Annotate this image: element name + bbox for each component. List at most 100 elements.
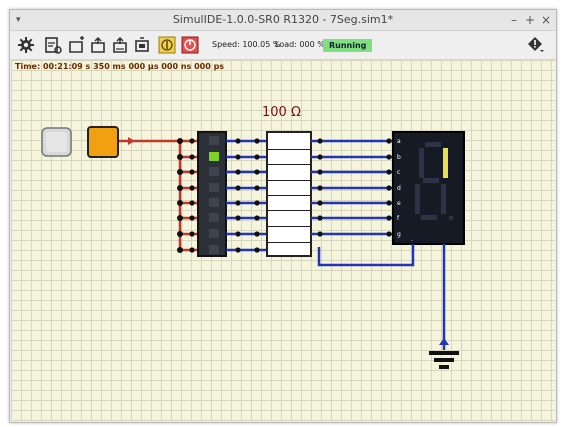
res-out-pin (317, 138, 323, 144)
junction-dot (177, 231, 183, 237)
bus-stubs (177, 138, 198, 253)
display-pin-label: d (397, 185, 401, 192)
led-out-pin (235, 247, 241, 253)
led-segment (209, 167, 219, 176)
res-in-pin (254, 200, 260, 206)
export-icon[interactable] (133, 35, 153, 55)
resistor-to-display-wires (311, 138, 393, 237)
led-to-resistor-wires (226, 138, 267, 253)
load-label: Load: 000 % (275, 40, 325, 49)
window-title: SimulIDE-1.0.0-SR0 R1320 - 7Seg.sim1* (172, 13, 394, 26)
title-bar: ▾ SimulIDE-1.0.0-SR0 R1320 - 7Seg.sim1* … (10, 10, 556, 31)
led-bar[interactable] (197, 131, 227, 257)
led-out-pin (235, 154, 241, 160)
common-wire (317, 244, 415, 267)
segment-g (423, 178, 439, 183)
resistor-label: 100 Ω (262, 105, 301, 120)
ground-arrow-icon (439, 338, 449, 345)
res-out-pin (317, 154, 323, 160)
segment-c (441, 184, 446, 214)
led-segment (209, 245, 219, 254)
led-out-pin (235, 185, 241, 191)
maximize-button[interactable]: + (524, 13, 536, 27)
power-button[interactable] (180, 35, 200, 55)
seven-segment-display[interactable]: a b c d e f g. (392, 131, 465, 245)
res-in-pin (254, 138, 260, 144)
display-pin-label: f (397, 215, 400, 222)
display-pin (386, 185, 392, 191)
info-icon[interactable] (526, 35, 546, 55)
led-segment (209, 152, 219, 161)
led-pin (189, 138, 195, 144)
led-out-pin (235, 200, 241, 206)
led-segment (209, 229, 219, 238)
ground-icon (429, 351, 459, 369)
minimize-button[interactable]: – (511, 13, 517, 27)
led-out-pin (235, 231, 241, 237)
junction-dot (177, 138, 183, 144)
window-menu-icon[interactable]: ▾ (16, 15, 21, 25)
gear-icon[interactable] (16, 35, 36, 55)
display-pin-label: e (397, 200, 401, 207)
junction-dot (177, 215, 183, 221)
save-icon[interactable] (89, 35, 109, 55)
led-pin (189, 169, 195, 175)
speed-label: Speed: 100.05 % (212, 40, 281, 49)
res-out-pin (317, 200, 323, 206)
segment-f (419, 148, 424, 178)
display-pin (386, 215, 392, 221)
led-pin (189, 215, 195, 221)
save-as-icon[interactable] (111, 35, 131, 55)
app-window: ▾ SimulIDE-1.0.0-SR0 R1320 - 7Seg.sim1* … (9, 9, 557, 423)
led-segment (209, 136, 219, 145)
segment-a (425, 142, 441, 147)
res-in-pin (254, 231, 260, 237)
time-readout: Time: 00:21:09 s 350 ms 000 µs 000 ns 00… (15, 62, 225, 71)
pause-button[interactable] (157, 35, 177, 55)
wire-arrow-icon (128, 137, 135, 145)
led-segment (209, 213, 219, 222)
logic-input-switch[interactable] (87, 126, 119, 158)
res-in-pin (254, 215, 260, 221)
res-in-pin (254, 154, 260, 160)
junction-dot (177, 169, 183, 175)
resistor-array[interactable] (266, 131, 312, 257)
new-circuit-icon[interactable] (43, 35, 63, 55)
led-segment (209, 183, 219, 192)
display-pin (386, 169, 392, 175)
led-pin (189, 200, 195, 206)
display-pin-label: . (411, 236, 413, 243)
res-out-pin (317, 215, 323, 221)
res-out-pin (317, 169, 323, 175)
open-icon[interactable] (67, 35, 87, 55)
segment-e (415, 184, 420, 214)
display-pin (386, 231, 392, 237)
circuit-canvas[interactable]: Time: 00:21:09 s 350 ms 000 µs 000 ns 00… (11, 60, 555, 421)
junction-dot (177, 247, 183, 253)
led-out-pin (235, 169, 241, 175)
led-segment (209, 198, 219, 207)
toolbar: Speed: 100.05 % Load: 000 % Running (10, 31, 556, 60)
segment-d (421, 215, 437, 220)
junction-dot (177, 200, 183, 206)
segment-dp (449, 216, 453, 220)
display-pin-label: b (397, 154, 401, 161)
close-button[interactable]: × (540, 13, 552, 27)
display-pin (386, 154, 392, 160)
display-pin (386, 200, 392, 206)
res-in-pin (254, 169, 260, 175)
junction-dot (177, 185, 183, 191)
res-in-pin (254, 247, 260, 253)
push-button-switch[interactable] (41, 127, 72, 157)
display-pin-label: g (397, 231, 401, 238)
status-badge: Running (323, 39, 373, 52)
display-pin-label: c (397, 169, 400, 176)
led-pin (189, 154, 195, 160)
res-out-pin (317, 185, 323, 191)
led-out-pin (235, 215, 241, 221)
junction-dot (177, 154, 183, 160)
res-out-pin (317, 231, 323, 237)
led-pin (189, 247, 195, 253)
segment-b (443, 148, 448, 178)
display-pin-label: a (397, 138, 401, 145)
